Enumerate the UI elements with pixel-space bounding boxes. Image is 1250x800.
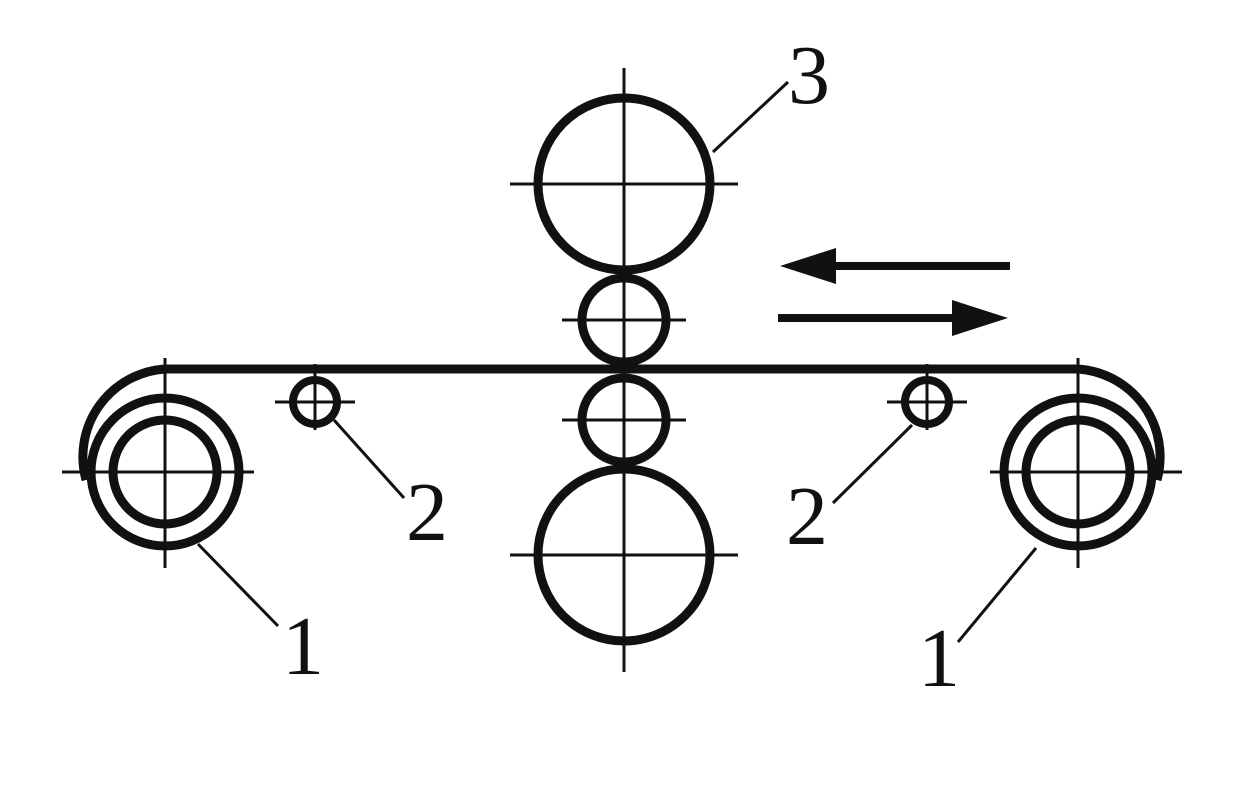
leader-line-2-right: [831, 423, 914, 505]
left-coiler-strip-wrap: [78, 364, 166, 482]
right-coiler: [990, 358, 1182, 568]
right-coiler-strip-wrap: [1077, 364, 1165, 482]
right-guide-roller: [887, 364, 967, 430]
leader-line-1-left: [196, 542, 280, 628]
leader-line-2-left: [332, 418, 406, 500]
arrow-left: [780, 248, 1010, 284]
label-mill-stand: 3: [788, 29, 830, 122]
leader-line-3: [711, 80, 790, 154]
label-coiler-left: 1: [282, 600, 324, 693]
label-guide-roller-left: 2: [406, 466, 448, 559]
mill-stand: [510, 68, 738, 672]
left-guide-roller: [275, 364, 355, 430]
left-coiler: [62, 358, 254, 568]
arrow-right: [778, 300, 1008, 336]
label-guide-roller-right: 2: [786, 470, 828, 563]
leader-line-1-right: [956, 547, 1038, 643]
label-coiler-right: 1: [918, 612, 960, 705]
